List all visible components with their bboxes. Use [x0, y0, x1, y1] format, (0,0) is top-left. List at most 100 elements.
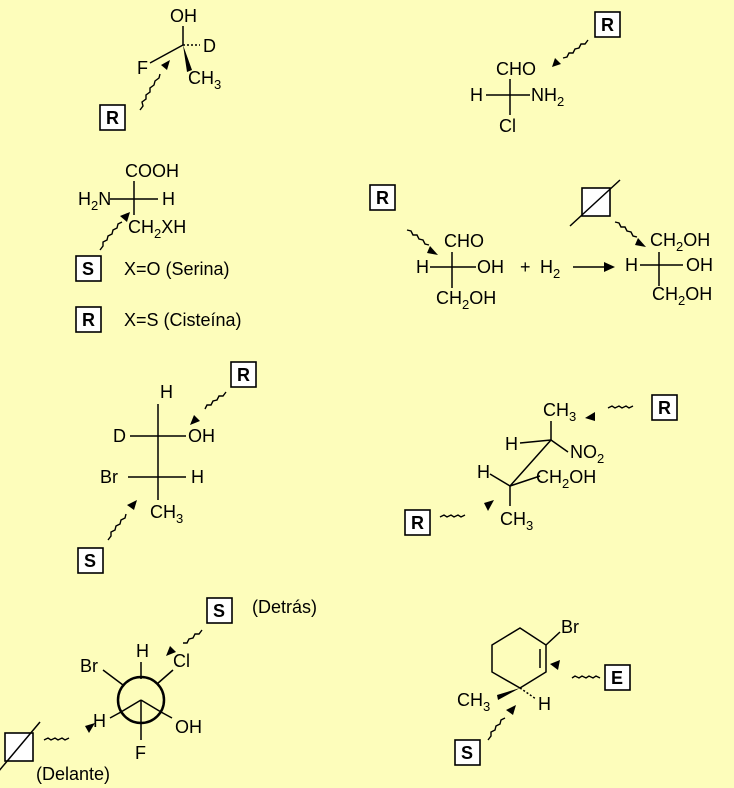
mol4-product-arrowhead	[635, 238, 646, 247]
mol5-h-bottom: H	[191, 467, 204, 487]
mol6-central-bond	[509, 439, 552, 487]
mol5-wavy-arrow-s	[107, 513, 127, 541]
mol4-wavy-arrow	[406, 229, 430, 246]
mol7-label-box-s	[206, 597, 233, 624]
mol2-nh: NH2	[531, 85, 564, 109]
mol4-achiral-slash	[569, 179, 621, 227]
mol8-bond-br	[545, 631, 561, 646]
molecule-6: CH3 R H NO2 H CH2OH CH3 R	[404, 394, 678, 536]
mol7-arrowhead-front	[85, 723, 95, 733]
mol1-oh: OH	[170, 6, 197, 26]
mol8-ch3: CH3	[457, 690, 490, 714]
mol4-label-box-r	[369, 184, 396, 211]
mol6-h-bottom: H	[477, 462, 490, 482]
mol1-label: R	[106, 108, 119, 128]
mol6-h-top: H	[505, 434, 518, 454]
mol5-arrowhead-s	[127, 500, 137, 510]
mol7-bond-oh-ext	[160, 711, 173, 719]
mol7-label-s: S	[213, 601, 225, 621]
mol8-arrowhead-s	[506, 705, 516, 715]
mol8-label-box-e	[604, 664, 631, 691]
mol3-label-r: R	[82, 310, 95, 330]
mol5-label-s: S	[84, 551, 96, 571]
mol8-wavy-arrow-s	[487, 717, 506, 741]
mol4-arrowhead	[427, 246, 438, 255]
mol5-ch3: CH3	[150, 502, 183, 526]
mol4-cho: CHO	[444, 231, 484, 251]
mol5-d: D	[113, 426, 126, 446]
mol8-label-box-s	[454, 739, 481, 766]
mol4-product-ch2oh-bottom: CH2OH	[652, 284, 712, 308]
mol6-bond-ch2oh	[509, 475, 541, 487]
mol2-wavy-arrow	[562, 39, 589, 59]
mol7-arrowhead-s	[166, 646, 176, 656]
mol5-wavy-arrow-r	[204, 391, 227, 410]
mol7-bond-cl	[156, 669, 174, 685]
mol3-h: H	[162, 189, 175, 209]
mol8-arrowhead-e	[550, 660, 560, 670]
mol7-achiral-slash	[0, 721, 41, 771]
mol6-bond-no2	[550, 439, 569, 453]
mol6-label-r: R	[658, 398, 671, 418]
mol1-bond-wedge	[183, 45, 192, 72]
mol6-ch3: CH3	[543, 400, 576, 424]
mol6-arrowhead-bottom	[484, 500, 494, 511]
mol1-f: F	[137, 58, 148, 78]
mol4-product-wavy-arrow	[614, 221, 638, 238]
mol1-arrowhead	[161, 60, 170, 70]
mol3-cooh: COOH	[125, 161, 179, 181]
mol2-arrowhead	[552, 58, 561, 67]
mol4-product-h: H	[625, 255, 638, 275]
mol1-ch: CH3	[188, 68, 221, 92]
mol7-br: Br	[80, 656, 98, 676]
molecule-2: R CHO H NH2 Cl	[470, 11, 621, 136]
mol4-product-ch2oh-top: CH2OH	[650, 230, 710, 254]
mol6-label-r2: R	[411, 513, 424, 533]
mol8-label-e: E	[611, 668, 623, 688]
mol4-h: H	[416, 257, 429, 277]
mol5-h-top: H	[160, 382, 173, 402]
mol7-cl: Cl	[173, 651, 190, 671]
mol5-arrowhead-r	[190, 415, 200, 425]
mol1-label-box	[99, 104, 126, 131]
mol5-label-box-s	[77, 547, 104, 574]
mol6-arrowhead-top	[585, 412, 595, 421]
molecule-7: S (Detrás) H Cl Br H OH F (Delante)	[0, 597, 317, 784]
mol7-h-back: H	[136, 641, 149, 661]
mol7-bond-oh-front	[140, 699, 162, 713]
mol7-detras: (Detrás)	[252, 597, 317, 617]
mol2-cho: CHO	[496, 59, 536, 79]
mol7-bond-br	[102, 669, 124, 686]
mol3-label-s: S	[82, 259, 94, 279]
mol8-h: H	[538, 694, 551, 714]
mol3-arrowhead	[120, 212, 130, 222]
molecule-5: R H D OH Br H CH3 S	[77, 361, 257, 574]
mol3-label-box-s	[75, 255, 102, 282]
mol4-reaction-arrowhead	[604, 262, 615, 272]
mol2-h: H	[470, 85, 483, 105]
mol3-ch2xh: CH2XH	[128, 217, 186, 241]
mol7-wavy-arrow-s	[183, 629, 203, 644]
molecule-4: R CHO H OH CH2OH + H2 CH2OH H OH CH2OH	[369, 179, 713, 312]
mol6-label-box-r2	[404, 509, 431, 536]
mol5-label-r: R	[237, 365, 250, 385]
molecule-8: Br E CH3 H S	[454, 617, 631, 766]
mol7-oh: OH	[175, 717, 202, 737]
mol8-ring	[491, 627, 547, 689]
mol1-bond-f	[149, 44, 184, 64]
mol6-wavy-arrow-bottom	[439, 514, 466, 518]
mol6-bond-h-bottom	[489, 473, 511, 487]
mol5-label-box-r	[230, 361, 257, 388]
mol7-bond-h-ext	[109, 711, 122, 719]
mol6-ch3-bottom: CH3	[500, 509, 533, 533]
molecule-1: OH D F CH3 R	[99, 6, 221, 131]
mol7-f: F	[135, 743, 146, 763]
mol2-label: R	[601, 15, 614, 35]
mol3-serina: X=O (Serina)	[124, 259, 230, 279]
mol8-label-s: S	[461, 743, 473, 763]
mol4-label-r: R	[376, 188, 389, 208]
mol6-ch2oh: CH2OH	[536, 467, 596, 491]
mol6-wavy-arrow-top	[607, 405, 634, 409]
